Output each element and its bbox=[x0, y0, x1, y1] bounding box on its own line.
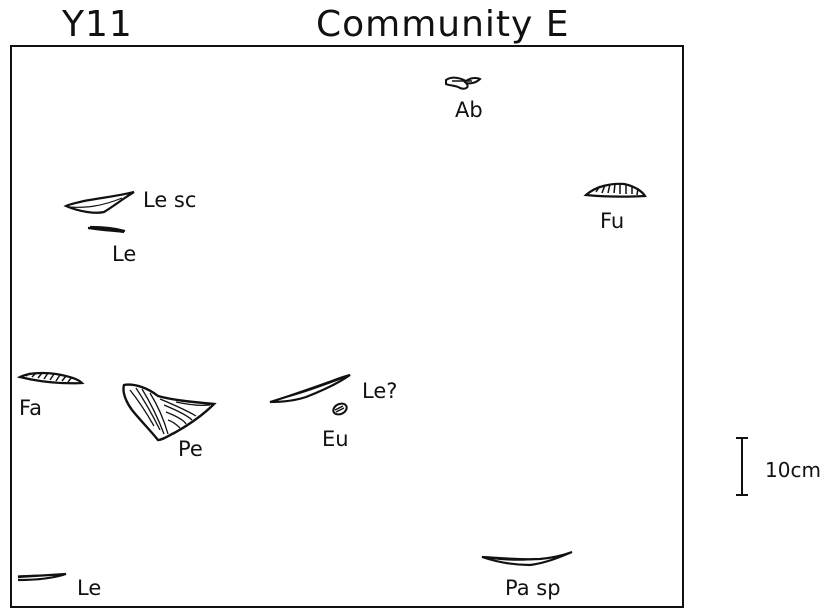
elongated-blade-icon bbox=[482, 552, 572, 565]
specimen-label: Pe bbox=[178, 439, 203, 460]
specimen-label: Le bbox=[77, 578, 101, 599]
elongated-blade-icon bbox=[18, 574, 66, 580]
specimen-label: Le? bbox=[362, 381, 397, 402]
elongated-blade-icon bbox=[66, 192, 134, 213]
fan-shaped-icon bbox=[20, 373, 82, 383]
specimen-label: Fu bbox=[600, 211, 624, 232]
small-organism-icon bbox=[446, 78, 480, 89]
small-oval-icon bbox=[332, 402, 349, 417]
fan-shaped-icon bbox=[586, 184, 645, 197]
specimen-label: Ab bbox=[455, 100, 483, 121]
specimen-label: Le bbox=[112, 244, 136, 265]
specimen-label: Fa bbox=[19, 398, 42, 419]
scale-bar bbox=[736, 438, 748, 495]
specimen-label: Eu bbox=[322, 429, 349, 450]
specimen-label: Pa sp bbox=[505, 578, 561, 599]
striated-shell-icon bbox=[123, 385, 214, 440]
scale-label: 10cm bbox=[765, 458, 821, 482]
elongated-blade-icon bbox=[88, 227, 125, 232]
specimen-label: Le sc bbox=[143, 190, 196, 211]
elongated-blade-icon bbox=[270, 375, 350, 402]
